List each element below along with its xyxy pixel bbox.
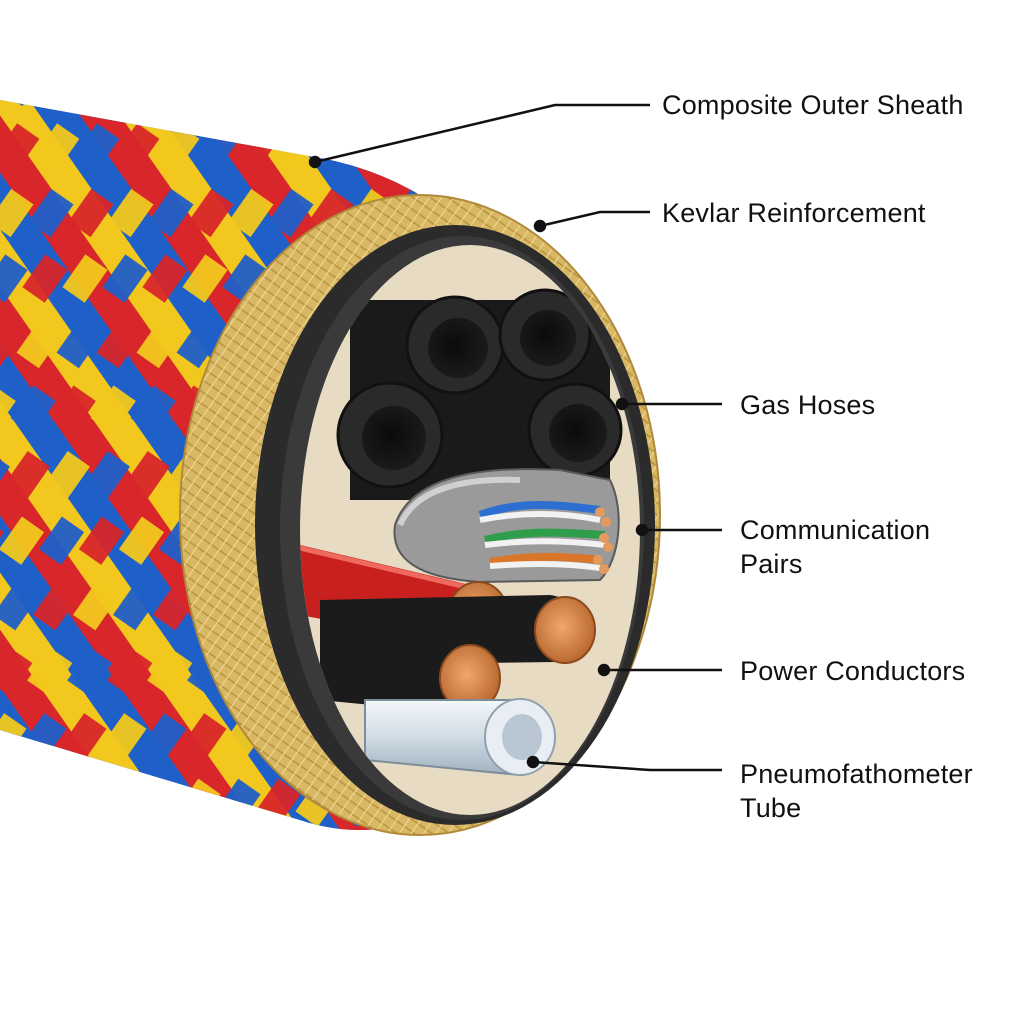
leader-pneumo	[526, 755, 722, 772]
braid-strand	[980, 0, 1024, 1000]
braid-strand	[660, 0, 1024, 1000]
braid-strand	[700, 0, 1024, 1000]
braid-strand	[700, 0, 1024, 1000]
power-conductors-bundle	[300, 545, 596, 712]
gas-hose	[498, 288, 592, 382]
braid-strand	[860, 0, 1024, 1000]
gas-hoses-bundle	[336, 288, 623, 500]
label-power-conductors: Power Conductors	[740, 656, 966, 686]
braid-strand	[820, 0, 1024, 1000]
twisted-pair	[484, 528, 606, 548]
twisted-pair	[489, 552, 601, 571]
pneumofathometer-tube	[364, 698, 556, 777]
label-communication-pairs: Communication Pairs	[740, 515, 931, 579]
braid-strand	[0, 100, 494, 830]
braid-strand	[940, 0, 1024, 1000]
communication-pairs-bundle	[393, 468, 620, 584]
gas-hose	[527, 382, 623, 478]
leader-kevlar	[533, 210, 650, 233]
braid-strand	[0, 100, 414, 830]
copper-wire-ends	[593, 507, 613, 574]
gas-hose	[405, 295, 505, 395]
braid-strand	[900, 0, 1024, 1000]
braid-strand	[780, 0, 1024, 1000]
braid-strand	[740, 0, 1024, 1000]
braid-strand	[620, 0, 1024, 1000]
braid-strand	[780, 0, 1024, 1000]
braid-strand	[1020, 0, 1024, 1000]
leader-outer-sheath	[308, 103, 650, 169]
braid-strand	[620, 0, 1024, 1000]
leader-power	[597, 663, 722, 677]
gas-hose	[336, 381, 444, 489]
label-kevlar-reinforcement: Kevlar Reinforcement	[662, 198, 926, 228]
label-composite-outer-sheath: Composite Outer Sheath	[662, 90, 964, 120]
leader-comm-pairs	[635, 523, 722, 537]
braid-strand	[0, 100, 454, 830]
braid-strand	[0, 100, 534, 830]
braid-strand	[740, 0, 1024, 1000]
label-gas-hoses: Gas Hoses	[740, 390, 876, 420]
twisted-pair	[478, 501, 601, 523]
label-pneumofathometer-tube: Pneumofathometer Tube	[740, 759, 973, 823]
leader-gas-hoses	[615, 397, 722, 411]
leader-lines	[308, 103, 722, 772]
braid-strand	[660, 0, 1024, 1000]
braid-strand	[0, 100, 374, 830]
